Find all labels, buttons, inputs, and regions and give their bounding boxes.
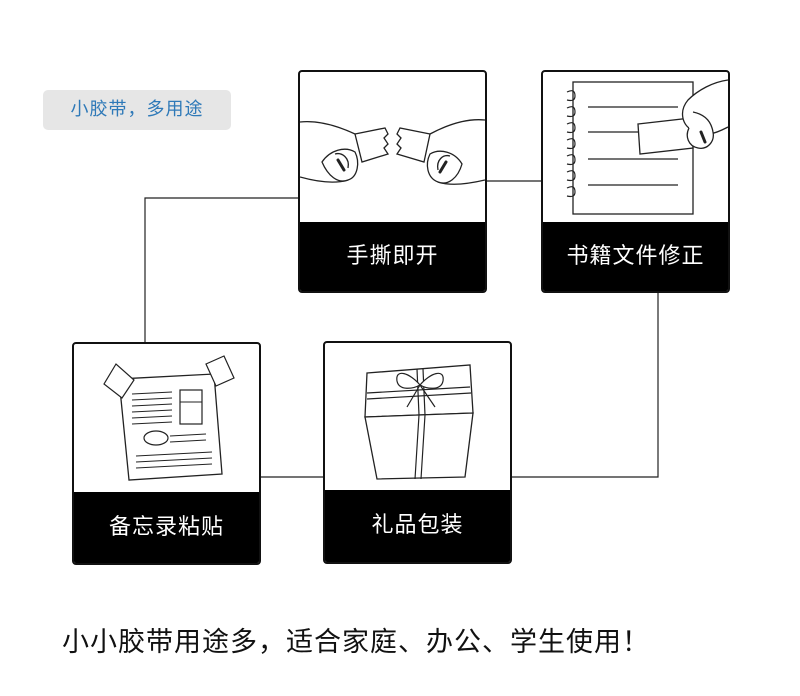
card-memo-paste: 备忘录粘贴: [72, 342, 261, 565]
tagline-badge: 小胶带，多用途: [43, 90, 231, 130]
card-book-correction: 书籍文件修正: [541, 70, 730, 293]
taped-document-icon: [103, 355, 235, 481]
card-gift-wrap: 礼品包装: [323, 341, 512, 564]
card-label: 手撕即开: [300, 222, 485, 291]
notebook-tape-icon: [566, 79, 728, 215]
card-label: 备忘录粘贴: [74, 492, 259, 563]
tearing-tape-hands-icon: [300, 119, 485, 185]
footer-caption: 小小胶带用途多，适合家庭、办公、学生使用！: [62, 627, 650, 658]
card-label: 书籍文件修正: [543, 222, 728, 291]
card-hand-tear: 手撕即开: [298, 70, 487, 293]
gift-box-icon: [364, 364, 474, 480]
card-label: 礼品包装: [325, 490, 510, 562]
